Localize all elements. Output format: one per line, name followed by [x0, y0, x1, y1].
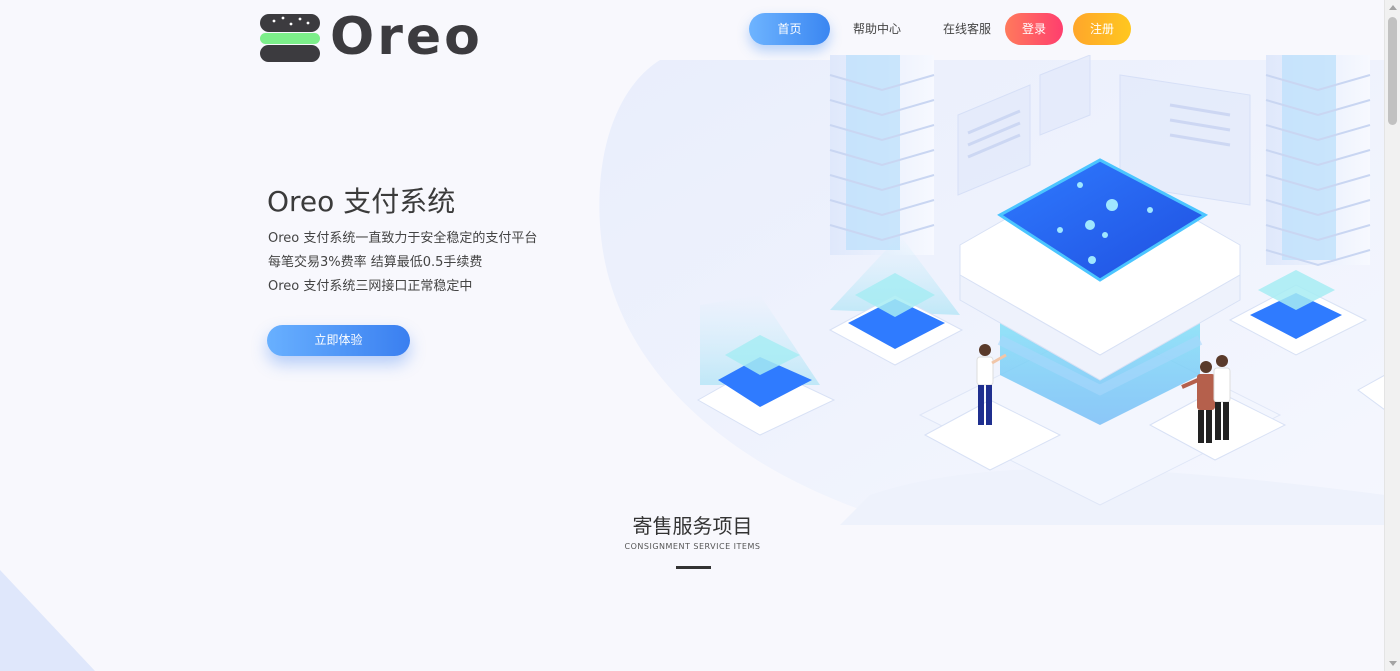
- cookie-logo-icon: [260, 14, 320, 62]
- central-server-platform: [918, 158, 1282, 506]
- hero-illustration: [599, 55, 1385, 525]
- hero-line-1: Oreo 支付系统一直致力于安全稳定的支付平台: [268, 231, 538, 246]
- scrollbar-thumb[interactable]: [1388, 17, 1397, 125]
- floating-screens: [957, 55, 1251, 206]
- vertical-scrollbar[interactable]: [1384, 0, 1400, 671]
- section-title: 寄售服务项目: [632, 514, 753, 538]
- login-button[interactable]: 登录: [1005, 13, 1063, 45]
- nav-service-link[interactable]: 在线客服: [942, 22, 991, 36]
- middle-small-platform: [828, 235, 964, 366]
- section-divider: [676, 566, 711, 569]
- try-now-button[interactable]: 立即体验: [267, 325, 410, 356]
- nav-home-button[interactable]: 首页: [749, 13, 830, 45]
- person-left: [976, 344, 1007, 425]
- decorative-corner-shape: [0, 570, 95, 671]
- scroll-down-arrow-icon[interactable]: [1389, 661, 1397, 666]
- person-right-2: [1213, 355, 1231, 440]
- left-server-tower: [829, 55, 935, 255]
- logo-text: Oreo: [330, 7, 483, 67]
- person-right-1: [1181, 361, 1215, 443]
- hero-title: Oreo 支付系统: [267, 185, 456, 218]
- right-small-platform: [1228, 270, 1385, 411]
- left-small-platform: [696, 295, 836, 436]
- scroll-up-arrow-icon[interactable]: [1389, 5, 1397, 10]
- hero-line-2: 每笔交易3%费率 结算最低0.5手续费: [268, 255, 483, 270]
- register-button[interactable]: 注册: [1073, 13, 1131, 45]
- right-server-tower: [1265, 55, 1371, 267]
- logo[interactable]: Oreo: [258, 8, 508, 66]
- section-subtitle: CONSIGNMENT SERVICE ITEMS: [624, 542, 761, 551]
- nav-help-link[interactable]: 帮助中心: [852, 22, 901, 36]
- hero-line-3: Oreo 支付系统三网接口正常稳定中: [268, 279, 473, 294]
